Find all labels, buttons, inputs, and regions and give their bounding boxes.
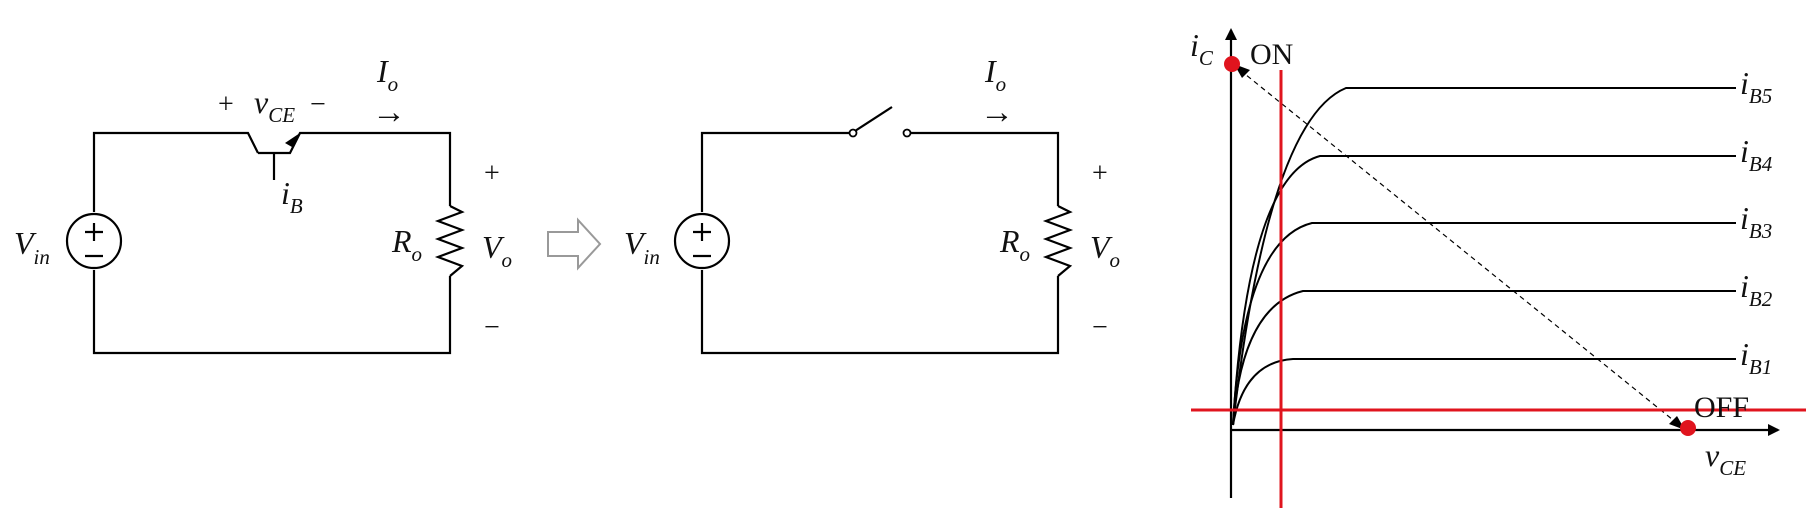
vce-plus-sign: + bbox=[218, 89, 234, 120]
switch-circuit: Vin Io → Ro + Vo − bbox=[624, 53, 1120, 355]
on-label: ON bbox=[1250, 38, 1293, 71]
x-axis-label: vCE bbox=[1705, 437, 1746, 480]
load-resistor-label: Ro bbox=[999, 223, 1030, 266]
output-minus-sign: − bbox=[484, 312, 500, 343]
vce-label: vCE bbox=[254, 84, 295, 127]
curve-label: iB1 bbox=[1740, 336, 1772, 379]
load-resistor-label: Ro bbox=[391, 223, 422, 266]
output-current-label: Io bbox=[984, 53, 1006, 96]
output-plus-sign: + bbox=[484, 158, 500, 189]
output-minus-sign: − bbox=[1092, 312, 1108, 343]
output-current-label: Io bbox=[376, 53, 398, 96]
output-voltage-label: Vo bbox=[482, 229, 512, 272]
off-label: OFF bbox=[1694, 391, 1749, 424]
voltage-source-icon bbox=[65, 212, 123, 270]
on-operating-point bbox=[1224, 56, 1240, 72]
output-current-arrow: → bbox=[980, 94, 1014, 131]
equivalence-arrow-icon bbox=[547, 217, 602, 271]
transistor-circuit: Vin + vCE − iB Io → Ro + Vo − bbox=[14, 53, 512, 355]
characteristic-curve bbox=[1232, 358, 1736, 426]
curve-label: iB5 bbox=[1740, 65, 1772, 108]
curve-label: iB3 bbox=[1740, 200, 1772, 243]
switch-contact bbox=[848, 128, 858, 138]
base-current-label: iB bbox=[281, 175, 303, 218]
curve-label: iB4 bbox=[1740, 133, 1773, 176]
characteristic-curve bbox=[1232, 290, 1736, 426]
source-label: Vin bbox=[624, 225, 660, 269]
transistor-emitter-arrow bbox=[285, 133, 300, 147]
off-operating-point bbox=[1680, 420, 1696, 436]
vce-minus-sign: − bbox=[310, 89, 326, 120]
characteristic-curve bbox=[1232, 87, 1736, 426]
resistor-icon bbox=[1042, 205, 1074, 277]
switch-contact bbox=[902, 128, 912, 138]
output-plus-sign: + bbox=[1092, 158, 1108, 189]
switch-blade-icon bbox=[854, 106, 893, 132]
circuit-wire bbox=[700, 131, 1060, 355]
characteristics-graph: iC ON OFF vCE iB5 iB4 iB3 iB2 iB1 bbox=[1190, 27, 1806, 508]
curve-label: iB2 bbox=[1740, 268, 1773, 311]
resistor-icon bbox=[434, 205, 466, 277]
voltage-source-icon bbox=[673, 212, 731, 270]
y-axis-label: iC bbox=[1190, 27, 1214, 70]
source-label: Vin bbox=[14, 225, 50, 269]
characteristic-curve bbox=[1232, 222, 1736, 426]
output-voltage-label: Vo bbox=[1090, 229, 1120, 272]
load-line bbox=[1239, 69, 1679, 425]
output-current-arrow: → bbox=[372, 94, 406, 131]
